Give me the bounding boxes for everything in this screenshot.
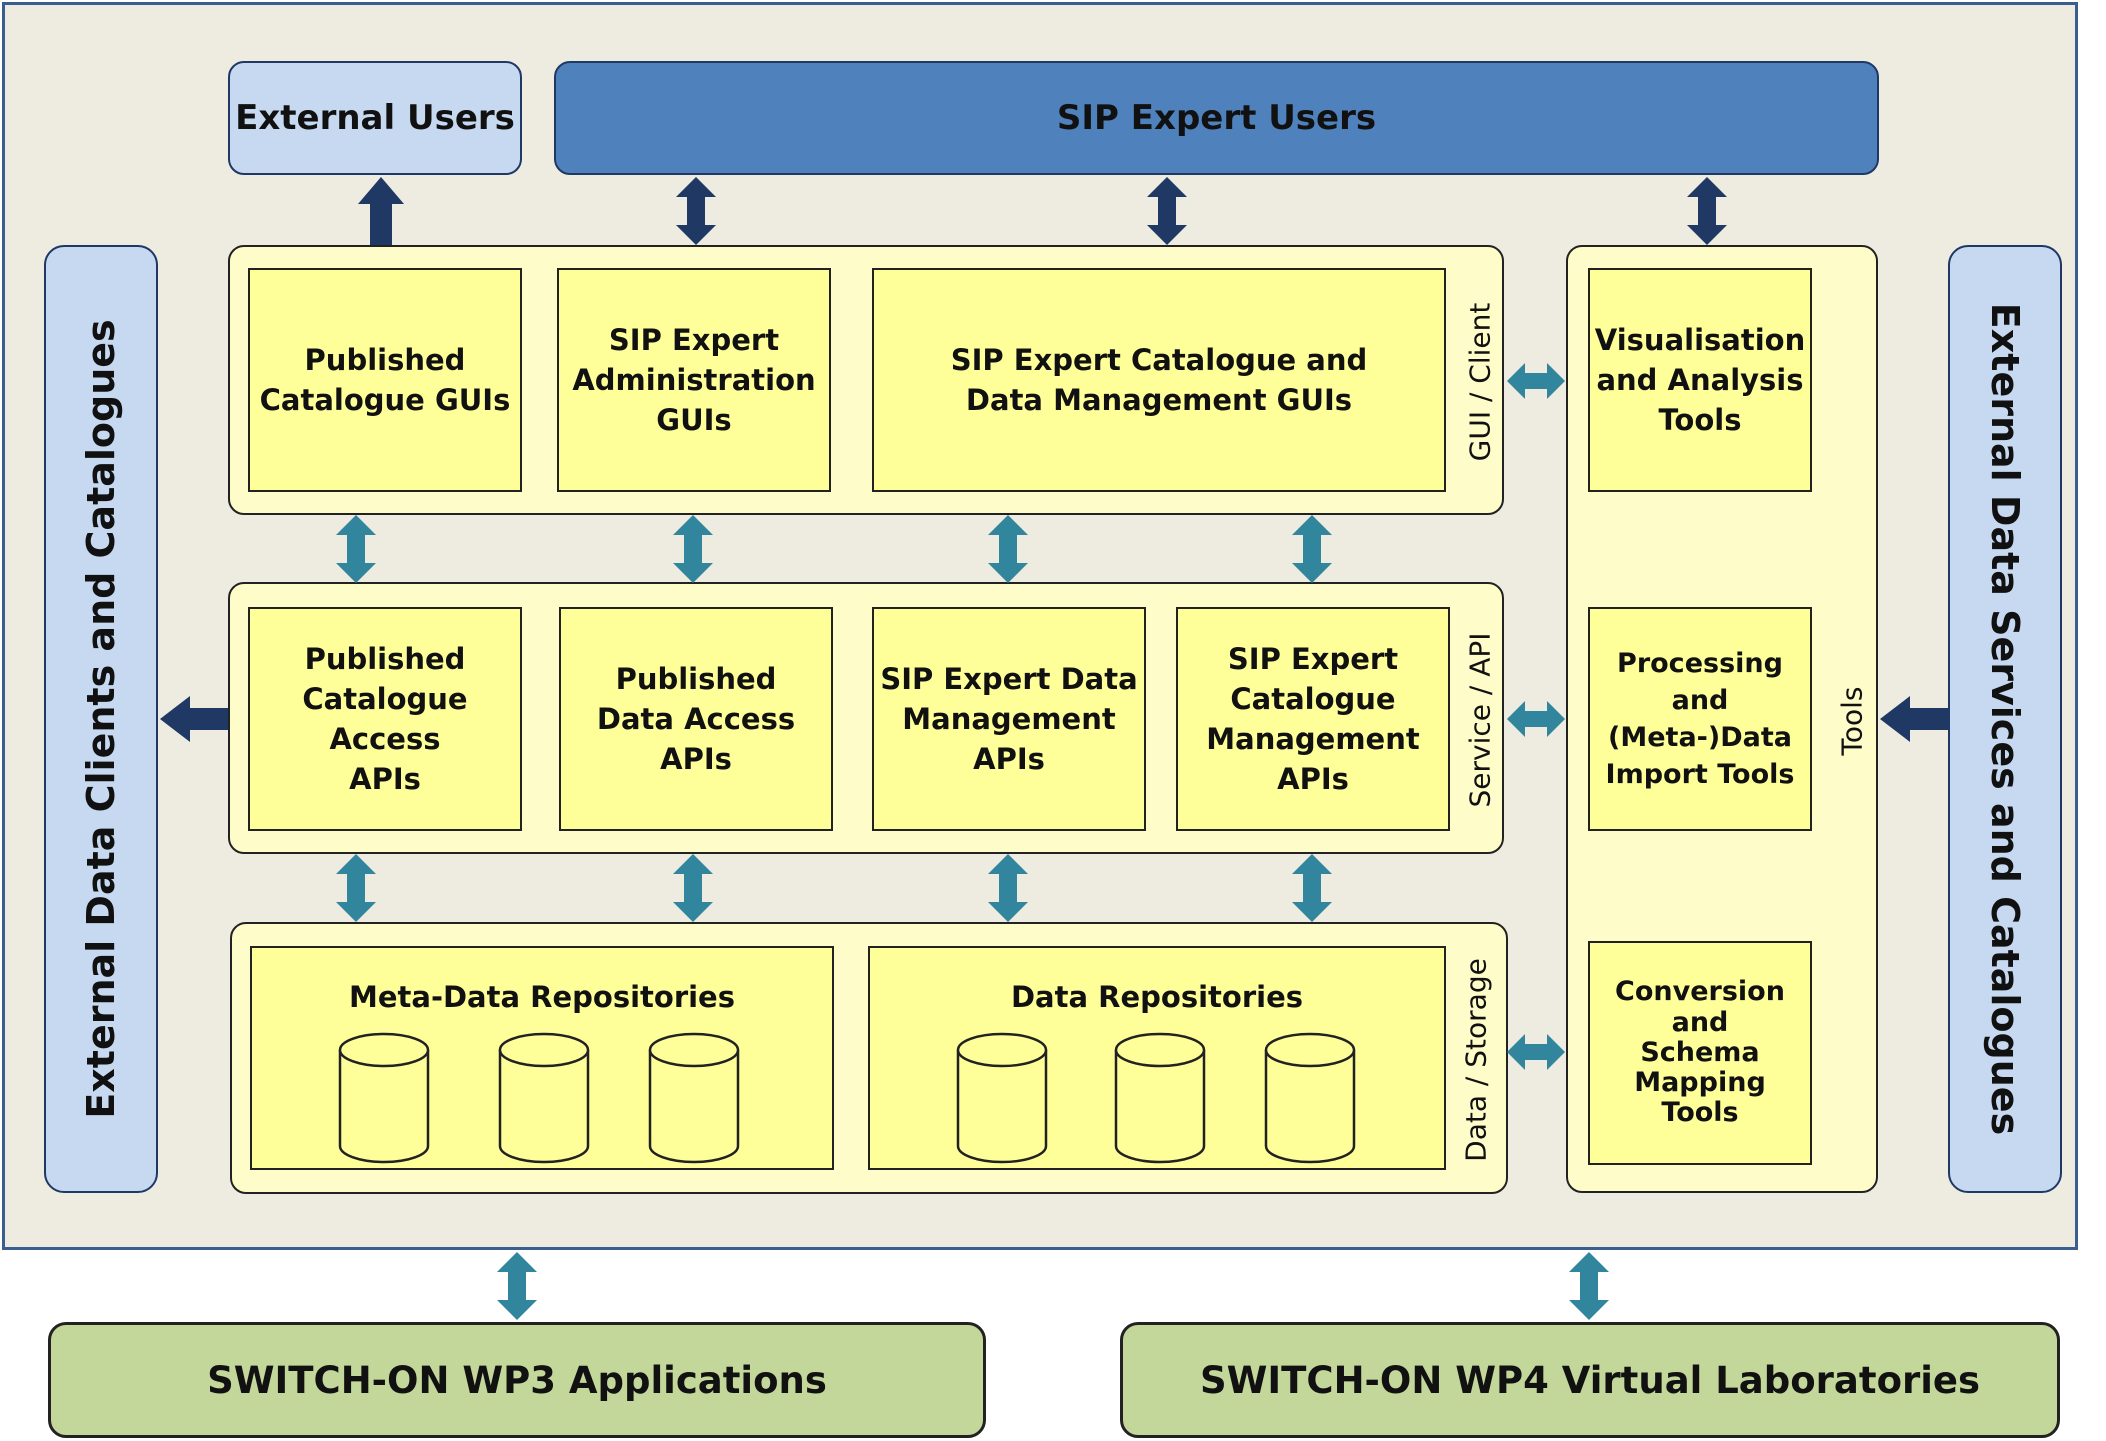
visualisation-analysis-tools-label: Visualisation and Analysis Tools	[1594, 322, 1806, 437]
meta-data-repositories: Meta-Data Repositories	[250, 946, 834, 1170]
data-repositories: Data Repositories	[868, 946, 1446, 1170]
arrow-api-data-1	[336, 854, 376, 922]
published-catalogue-access-apis: Published Catalogue Access APIs	[248, 607, 522, 831]
published-catalogue-guis: Published Catalogue GUIs	[248, 268, 522, 492]
processing-import-tools: Processing and (Meta-)Data Import Tools	[1588, 607, 1812, 831]
arrow-api-tools	[1507, 701, 1565, 737]
arrow-gui-api-4	[1292, 515, 1332, 583]
arrow-wp3	[497, 1252, 537, 1320]
processing-import-tools-label: Processing and (Meta-)Data Import Tools	[1605, 647, 1795, 791]
sip-expert-catalogue-management-apis-label: SIP Expert Catalogue Management APIs	[1206, 641, 1420, 797]
meta-data-repositories-label: Meta-Data Repositories	[348, 980, 735, 1014]
wp3-applications-box: SWITCH-ON WP3 Applications	[48, 1322, 986, 1438]
wp4-virtual-labs-label: SWITCH-ON WP4 Virtual Laboratories	[1199, 1358, 1981, 1402]
external-users-label: External Users	[235, 98, 515, 138]
database-icon	[1114, 1032, 1206, 1164]
published-data-access-apis-label: Published Data Access APIs	[596, 661, 796, 776]
external-services-bar: External Data Services and Catalogues	[1948, 245, 2062, 1193]
sip-expert-users-box: SIP Expert Users	[554, 61, 1879, 175]
data-database-icons	[956, 1032, 1356, 1164]
external-clients-bar: External Data Clients and Catalogues	[44, 245, 158, 1193]
arrow-data-tools	[1507, 1034, 1565, 1070]
conversion-schema-mapping-tools-label: Conversion and Schema Mapping Tools	[1615, 976, 1785, 1129]
arrow-gui-api-2	[673, 515, 713, 583]
arrow-sip-users-catalogue	[1147, 177, 1187, 245]
arrow-api-data-3	[988, 854, 1028, 922]
database-icon	[338, 1032, 430, 1164]
sip-expert-users-label: SIP Expert Users	[1056, 98, 1377, 138]
arrow-sip-users-tools	[1687, 177, 1727, 245]
sip-expert-administration-guis-label: SIP Expert Administration GUIs	[572, 322, 816, 437]
conversion-schema-mapping-tools: Conversion and Schema Mapping Tools	[1588, 941, 1812, 1165]
visualisation-analysis-tools: Visualisation and Analysis Tools	[1588, 268, 1812, 492]
arrow-api-data-4	[1292, 854, 1332, 922]
sip-expert-catalogue-management-apis: SIP Expert Catalogue Management APIs	[1176, 607, 1450, 831]
database-icon	[956, 1032, 1048, 1164]
published-catalogue-access-apis-label: Published Catalogue Access APIs	[302, 641, 468, 797]
wp3-applications-label: SWITCH-ON WP3 Applications	[207, 1358, 827, 1402]
sip-expert-data-management-apis-label: SIP Expert Data Management APIs	[880, 661, 1138, 776]
published-data-access-apis: Published Data Access APIs	[559, 607, 833, 831]
database-icon	[498, 1032, 590, 1164]
external-users-box: External Users	[228, 61, 522, 175]
database-icon	[648, 1032, 740, 1164]
sip-expert-catalogue-data-management-guis: SIP Expert Catalogue and Data Management…	[872, 268, 1446, 492]
arrow-gui-api-3	[988, 515, 1028, 583]
sip-expert-data-management-apis: SIP Expert Data Management APIs	[872, 607, 1146, 831]
wp4-virtual-labs-box: SWITCH-ON WP4 Virtual Laboratories	[1120, 1322, 2060, 1438]
arrow-wp4	[1569, 1252, 1609, 1320]
sip-expert-catalogue-data-management-guis-label: SIP Expert Catalogue and Data Management…	[950, 342, 1368, 417]
database-icon	[1264, 1032, 1356, 1164]
arrow-sip-users-admin	[676, 177, 716, 245]
meta-data-database-icons	[338, 1032, 740, 1164]
arrow-gui-api-1	[336, 515, 376, 583]
arrow-left-external-services	[1880, 696, 1948, 742]
arrow-api-data-2	[673, 854, 713, 922]
published-catalogue-guis-label: Published Catalogue GUIs	[259, 342, 511, 417]
arrow-up-external-users	[358, 177, 404, 245]
arrow-left-external-clients	[160, 696, 228, 742]
data-repositories-label: Data Repositories	[1010, 980, 1303, 1014]
arrow-gui-tools	[1507, 363, 1565, 399]
sip-expert-administration-guis: SIP Expert Administration GUIs	[557, 268, 831, 492]
